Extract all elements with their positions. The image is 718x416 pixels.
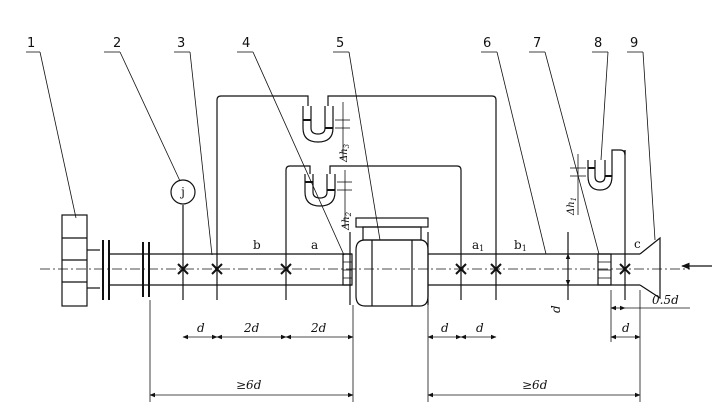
section-a: a xyxy=(311,238,318,252)
callout-2: 2 xyxy=(113,36,121,51)
callout-8: 8 xyxy=(594,36,602,51)
dim-2d-2: 2d xyxy=(310,321,327,335)
dim-d-2: d xyxy=(441,321,449,335)
callout-9: 9 xyxy=(630,36,638,51)
callout-5: 5 xyxy=(336,36,344,51)
fan-unit xyxy=(355,217,429,307)
dh3-label: Δh3 xyxy=(339,143,351,163)
section-b1: b1 xyxy=(514,238,527,253)
gauge: j xyxy=(170,179,196,205)
dh2-label: Δh2 xyxy=(341,211,353,231)
dim-d-3: d xyxy=(476,321,484,335)
gauge-letter: j xyxy=(179,185,185,199)
manometer-dh1 xyxy=(570,154,613,215)
drive-motor xyxy=(61,214,110,307)
manometer-dh3 xyxy=(302,102,350,160)
right-duct xyxy=(427,232,661,305)
dim-2d-1: 2d xyxy=(243,321,260,335)
dim-ge6d-right: ≥6d xyxy=(522,378,548,392)
left-duct xyxy=(109,232,353,305)
section-a1: a1 xyxy=(472,238,484,253)
dim-d-1: d xyxy=(197,321,205,335)
dim-half-d: 0.5d xyxy=(652,293,679,307)
dim-d-vertical: d xyxy=(549,305,563,313)
section-c: c xyxy=(634,237,641,251)
dim-d-4: d xyxy=(622,321,630,335)
dh1-label: Δh1 xyxy=(566,197,578,216)
callout-3: 3 xyxy=(177,36,185,51)
dimension-lines xyxy=(149,253,690,402)
section-b: b xyxy=(253,238,261,252)
callout-4: 4 xyxy=(242,36,250,51)
tap-lines xyxy=(182,95,626,300)
callouts xyxy=(26,51,656,256)
callout-1: 1 xyxy=(27,36,35,51)
callout-7: 7 xyxy=(533,36,541,51)
dim-ge6d-left: ≥6d xyxy=(236,378,262,392)
callout-6: 6 xyxy=(483,36,491,51)
